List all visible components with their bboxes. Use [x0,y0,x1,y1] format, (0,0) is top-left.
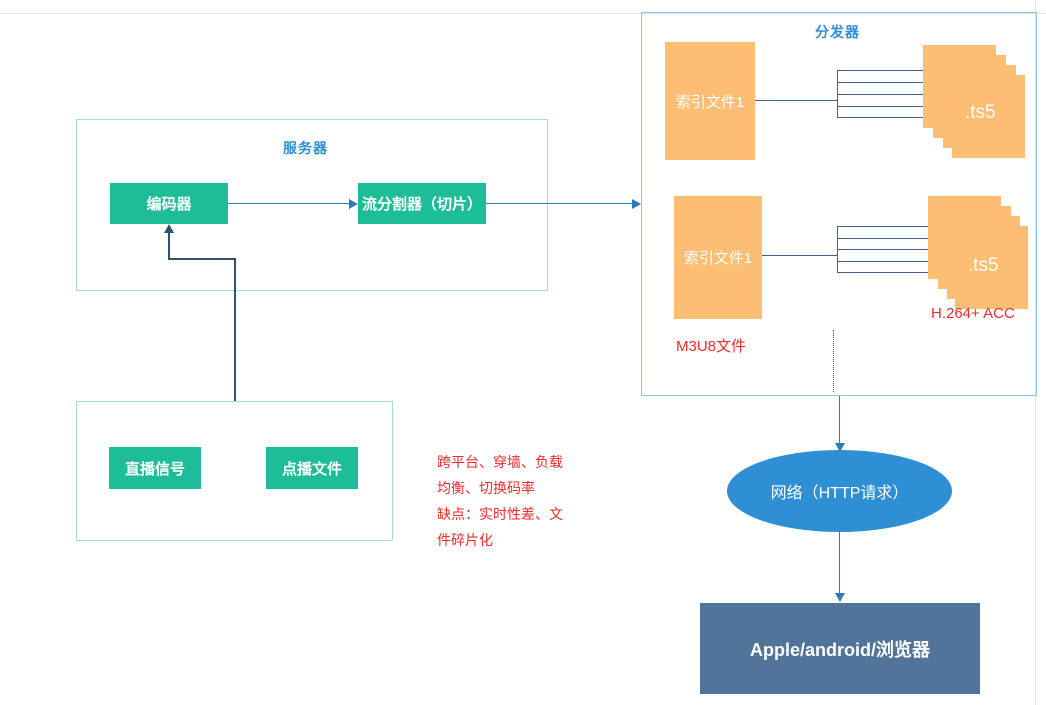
note-advantages-line2: 均衡、切换码率 [437,480,535,496]
page-guide-right [1035,0,1036,705]
encoder-node[interactable]: 编码器 [110,183,228,224]
ts-segment-label-2: .ts5 [968,255,999,276]
arrow-splitter-to-distributor-head [632,199,641,209]
feedback-path-arrow-head [164,224,174,233]
network-node[interactable]: 网络（HTTP请求） [727,450,952,532]
note-drawbacks-line2: 件碎片化 [437,532,493,548]
stream-splitter-node[interactable]: 流分割器（切片） [358,183,486,224]
server-group-box [76,119,548,291]
index2-connector-stem [762,255,837,256]
arrow-distributor-to-network-head [835,443,845,452]
note-drawbacks-line1: 缺点：实时性差、文 [437,506,563,522]
index-file-2-node[interactable]: 索引文件1 [674,196,762,319]
client-devices-node[interactable]: Apple/android/浏览器 [700,603,980,694]
arrow-network-to-clients-head [835,593,845,602]
codec-label: H.264+ ACC [931,305,1015,322]
arrow-splitter-to-distributor-line [486,203,633,204]
server-group-title: 服务器 [283,140,328,156]
continuation-dots [833,330,835,392]
m3u8-label: M3U8文件 [676,338,747,355]
vod-file-node[interactable]: 点播文件 [266,447,358,489]
ts-segment-label-1: .ts5 [965,102,996,123]
arrow-encoder-to-splitter-head [349,199,358,209]
sources-group-box [76,401,393,541]
feedback-path-horizontal [168,258,236,260]
distributor-group-title: 分发器 [815,24,860,40]
feedback-path-vertical-right [234,258,236,401]
arrow-distributor-to-network-line [839,396,840,444]
page-guide-top [0,13,1046,14]
feedback-path-vertical-left [168,232,170,260]
index-file-1-node[interactable]: 索引文件1 [665,42,755,160]
arrow-encoder-to-splitter-line [228,203,349,204]
index1-connector-stem [755,100,837,101]
arrow-network-to-clients-line [839,532,840,594]
distributor-group-box [641,12,1037,396]
live-signal-node[interactable]: 直播信号 [109,447,201,489]
note-advantages-line1: 跨平台、穿墙、负载 [437,454,563,470]
